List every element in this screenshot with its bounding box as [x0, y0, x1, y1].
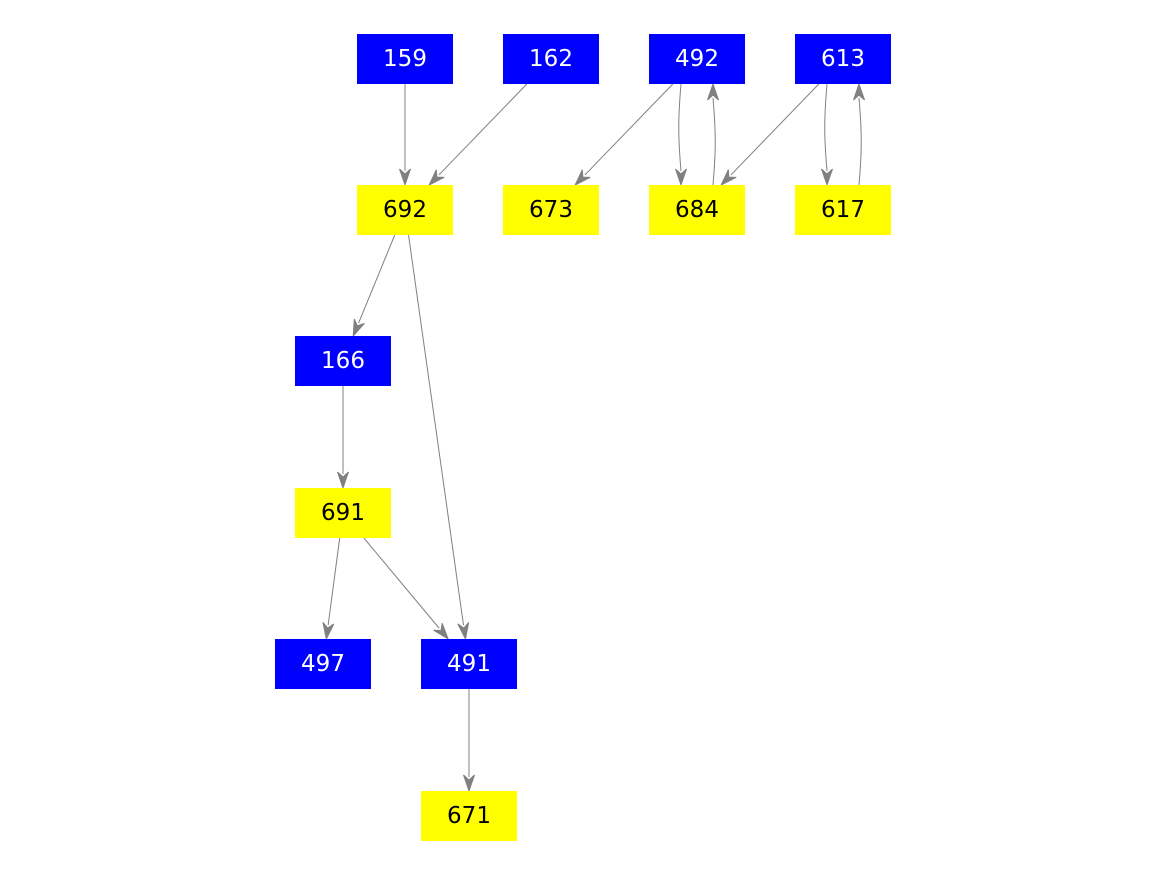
arrowhead-icon [574, 169, 591, 187]
arrowhead-icon [433, 623, 450, 641]
arrowhead-icon [399, 168, 411, 187]
edge-684-492 [707, 82, 719, 186]
node-492: 492 [649, 34, 745, 84]
arrowhead-icon [337, 471, 349, 490]
arrowhead-icon [853, 82, 865, 101]
arrowhead-icon [707, 82, 719, 101]
edge-492-684 [675, 83, 687, 187]
node-691: 691 [295, 488, 391, 538]
arrowhead-icon [322, 622, 335, 641]
edge-691-491 [363, 537, 450, 641]
node-613: 613 [795, 34, 891, 84]
arrowhead-icon [352, 318, 365, 338]
node-673: 673 [503, 185, 599, 235]
node-162: 162 [503, 34, 599, 84]
edge-692-491 [408, 234, 470, 641]
arrowhead-icon [675, 168, 687, 187]
node-497: 497 [275, 639, 371, 689]
edge-491-671 [463, 689, 475, 793]
node-491: 491 [421, 639, 517, 689]
node-684: 684 [649, 185, 745, 235]
node-166: 166 [295, 336, 391, 386]
node-692: 692 [357, 185, 453, 235]
arrowhead-icon [428, 169, 445, 187]
edge-492-673 [574, 83, 674, 187]
node-159: 159 [357, 34, 453, 84]
edge-166-691 [337, 386, 349, 490]
node-617: 617 [795, 185, 891, 235]
arrowhead-icon [720, 169, 737, 187]
edge-159-692 [399, 84, 411, 187]
edge-613-684 [720, 83, 820, 187]
edge-162-692 [428, 83, 528, 187]
arrowhead-icon [463, 774, 475, 793]
edge-692-166 [352, 234, 396, 338]
arrowhead-icon [457, 622, 470, 641]
edge-613-617 [821, 83, 833, 187]
edge-617-613 [853, 82, 865, 186]
edge-691-497 [322, 537, 341, 641]
arrowhead-icon [821, 168, 833, 187]
node-671: 671 [421, 791, 517, 841]
